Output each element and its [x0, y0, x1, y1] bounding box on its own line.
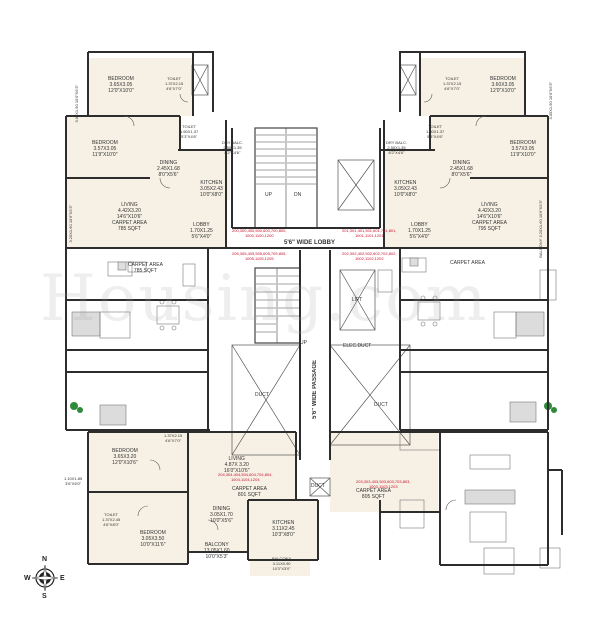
walls	[65, 51, 563, 566]
compass-e: E	[60, 575, 65, 582]
flat-numbers-tl-bot: 205,305,405,505,605,705,805, 1005,1105,1…	[232, 251, 287, 261]
duct-label-3: DUCT	[311, 483, 325, 489]
lobby-label: 5'6" WIDE LOBBY	[284, 240, 335, 246]
duct-label-1: DUCT	[255, 392, 269, 398]
stair-up-label-2: UP	[300, 340, 307, 346]
room-bed-tl-side: 3.05X1.90 10'0"X6'3"	[74, 85, 79, 123]
room-tr-side: 3.05X1.90 10'0"X6'3"	[548, 82, 553, 120]
flat-numbers-tl-top: 200,300,400,500,600,700,800, 1000,1100,1…	[232, 228, 287, 238]
core-shafts	[191, 64, 417, 497]
duct-label-2: DUCT	[374, 402, 388, 408]
passage-label: 5'6" WIDE PASSAGE	[312, 360, 318, 419]
compass-s: S	[42, 593, 47, 600]
lift-label: LIFT	[352, 297, 363, 303]
compass-rose	[31, 564, 59, 592]
flat-numbers-bl: 204,304,404,504,604,704,804, 1004,1104,1…	[218, 472, 273, 482]
flat-numbers-tr-top: 201,301,401,501,601,701,801, 1001,1101,1…	[342, 228, 397, 238]
carpet-area-mr: CARPET AREA	[450, 260, 485, 266]
watermark: Housing.com	[40, 262, 489, 336]
flat-numbers-br: 203,303,403,503,603,703,803, 1003,1103,1…	[356, 479, 411, 489]
stair-up-label-1: UP	[265, 192, 272, 198]
door-swings	[123, 93, 487, 531]
room-balcony-tr: BALCONY 3.20X1.60 10'6"X5'3"	[538, 200, 543, 258]
stair-dn-label: DN	[294, 192, 302, 198]
compass-n: N	[42, 556, 48, 563]
room-fills	[66, 58, 549, 576]
compass-w: W	[24, 575, 31, 582]
room-balcony-tl-side: 3.20X1.60 10'6"X5'3"	[68, 205, 73, 243]
flat-numbers-tr-bot: 202,302,402,502,602,702,802, 1002,1102,1…	[342, 251, 397, 261]
elec-duct-label: ELEC.DUCT	[343, 343, 372, 349]
furniture	[71, 257, 561, 575]
